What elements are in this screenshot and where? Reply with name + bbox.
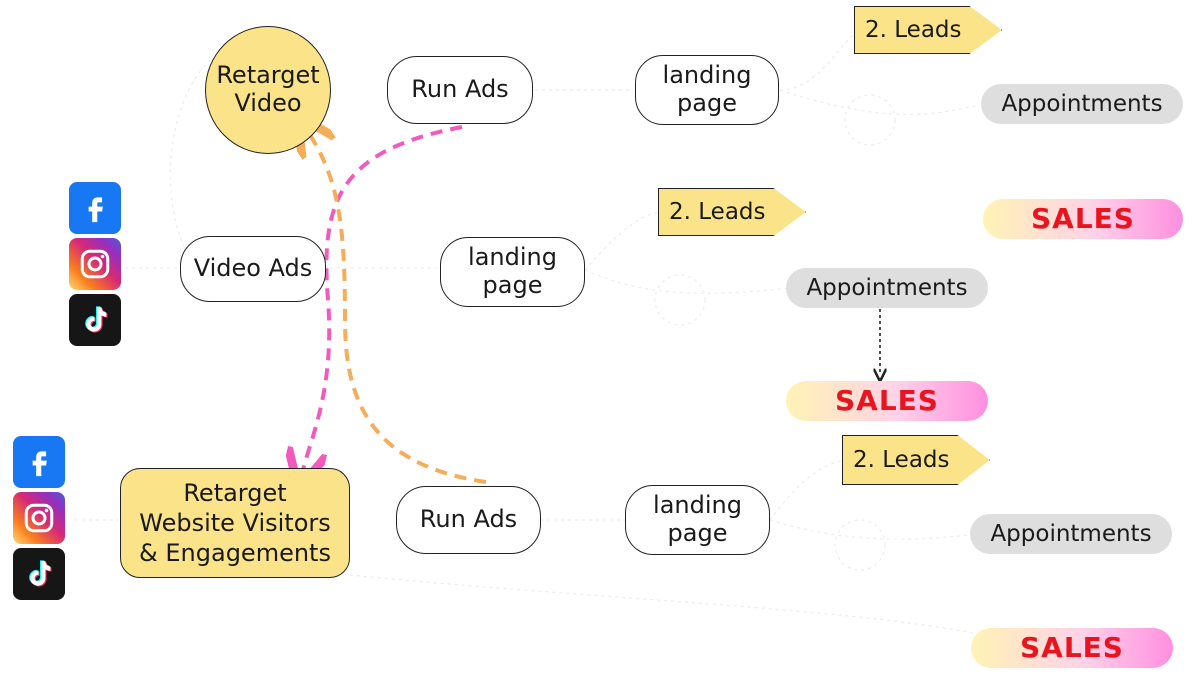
instagram-icon (69, 238, 121, 290)
video-ads-node: Video Ads (180, 236, 326, 302)
appointments-top: Appointments (981, 84, 1183, 124)
leads-tag-bottom: 2. Leads (842, 435, 990, 485)
landing-page-top-node: landing page (635, 55, 779, 125)
facebook-icon (69, 182, 121, 234)
sales-mid: SALES (786, 381, 988, 421)
landing-page-bottom-node: landing page (625, 485, 770, 555)
retarget-website-node: Retarget Website Visitors & Engagements (120, 468, 350, 578)
run-ads-bottom-node: Run Ads (396, 486, 541, 554)
appointments-bottom: Appointments (970, 514, 1172, 554)
tiktok-icon (13, 548, 65, 600)
instagram-icon (13, 492, 65, 544)
sales-top: SALES (983, 199, 1183, 239)
run-ads-top-node: Run Ads (387, 56, 533, 124)
tiktok-icon (69, 294, 121, 346)
pink-arrow (303, 125, 463, 470)
facebook-icon (13, 436, 65, 488)
landing-page-mid-node: landing page (440, 237, 585, 307)
leads-tag-top: 2. Leads (854, 6, 1002, 54)
retarget-video-node: Retarget Video (205, 26, 331, 154)
sales-bottom: SALES (971, 628, 1173, 668)
leads-tag-mid: 2. Leads (658, 188, 806, 236)
orange-arrow (308, 132, 487, 484)
appointments-mid: Appointments (786, 268, 988, 308)
